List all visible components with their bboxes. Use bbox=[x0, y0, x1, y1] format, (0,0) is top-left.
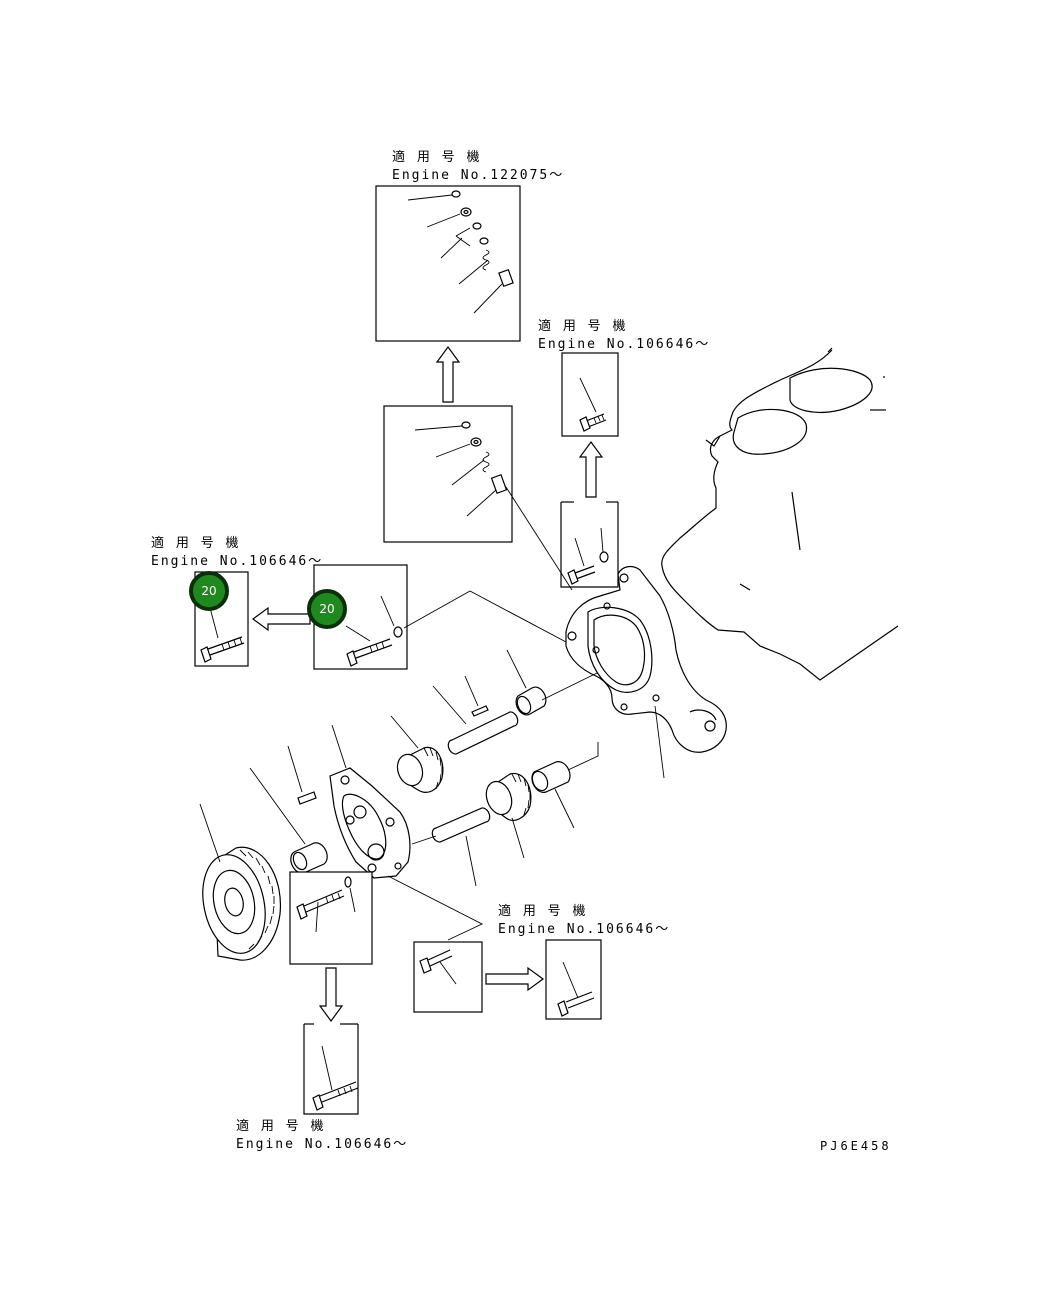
inset-flange-bolt-new bbox=[545, 939, 602, 1020]
inset-bolt-right bbox=[560, 501, 619, 588]
label-bottom-right-line1: 適 用 号 機 bbox=[498, 903, 587, 919]
leader-bolt-to-housing bbox=[403, 590, 567, 643]
inset-long-bolt-new bbox=[303, 1023, 359, 1115]
badge-number: 20 bbox=[201, 584, 216, 598]
inset-relief-valve-new bbox=[375, 185, 521, 342]
label-left-line2: Engine No.106646～ bbox=[151, 554, 323, 569]
label-right-line1: 適 用 号 機 bbox=[538, 318, 627, 334]
arrow-up-top bbox=[435, 345, 461, 403]
label-bottom-line2: Engine No.106646～ bbox=[236, 1137, 408, 1152]
arrow-down bbox=[318, 967, 344, 1023]
drive-gear bbox=[199, 803, 282, 961]
label-left-line1: 適 用 号 機 bbox=[151, 535, 240, 551]
label-top-line1: 適 用 号 機 bbox=[392, 149, 481, 165]
item-badge-20-left[interactable]: 20 bbox=[189, 571, 229, 611]
pump-body bbox=[249, 724, 484, 941]
arrow-right bbox=[485, 966, 545, 992]
label-bottom-right-line2: Engine No.106646～ bbox=[498, 922, 670, 937]
pump-internal-parts bbox=[390, 649, 599, 887]
engine-block bbox=[661, 347, 899, 681]
inset-flange-bolt bbox=[413, 941, 483, 1013]
drawing-code: PJ6E458 bbox=[820, 1139, 892, 1153]
arrow-left bbox=[251, 606, 311, 632]
pump-housing bbox=[565, 565, 727, 779]
inset-long-bolt bbox=[289, 871, 373, 965]
label-top-line2: Engine No.122075～ bbox=[392, 168, 564, 183]
arrow-up-right bbox=[578, 440, 604, 498]
inset-bolt-right-new bbox=[561, 352, 619, 437]
label-bottom-line1: 適 用 号 機 bbox=[236, 1118, 325, 1134]
label-right-line2: Engine No.106646～ bbox=[538, 337, 710, 352]
inset-relief-valve bbox=[383, 405, 513, 543]
badge-number: 20 bbox=[319, 602, 334, 616]
item-badge-20-mid[interactable]: 20 bbox=[307, 589, 347, 629]
